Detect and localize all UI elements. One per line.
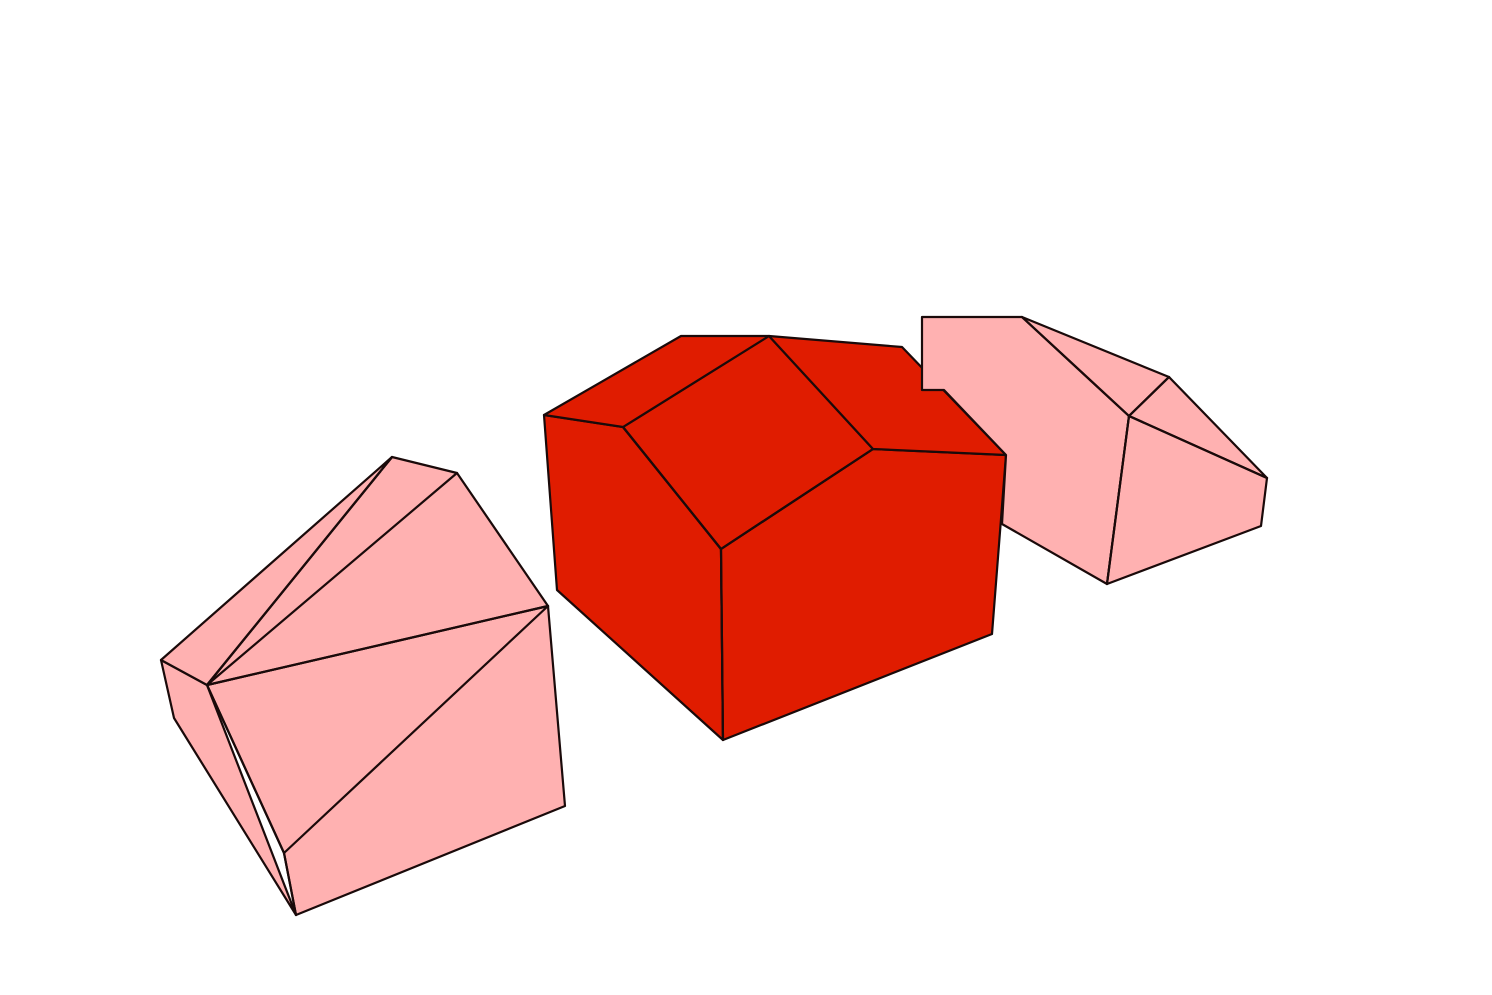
right-solid: [920, 315, 1269, 586]
left-solid-edge: [282, 604, 550, 855]
right-solid-edge: [1020, 315, 1131, 418]
left-solid-edge: [205, 471, 459, 687]
left-solid-edge: [282, 851, 298, 917]
left-solid: [159, 455, 567, 917]
left-solid-edge: [205, 683, 286, 855]
center-solid-edge: [719, 547, 725, 742]
right-solid-edge: [1127, 375, 1171, 418]
right-solid-edge: [1127, 414, 1269, 480]
right-solid-edge: [1105, 414, 1131, 586]
left-solid-edge: [205, 455, 394, 687]
center-solid-edge: [621, 425, 723, 551]
center-solid-edge: [719, 447, 875, 551]
left-solid-edge: [205, 604, 550, 687]
center-solid: [542, 334, 1008, 742]
